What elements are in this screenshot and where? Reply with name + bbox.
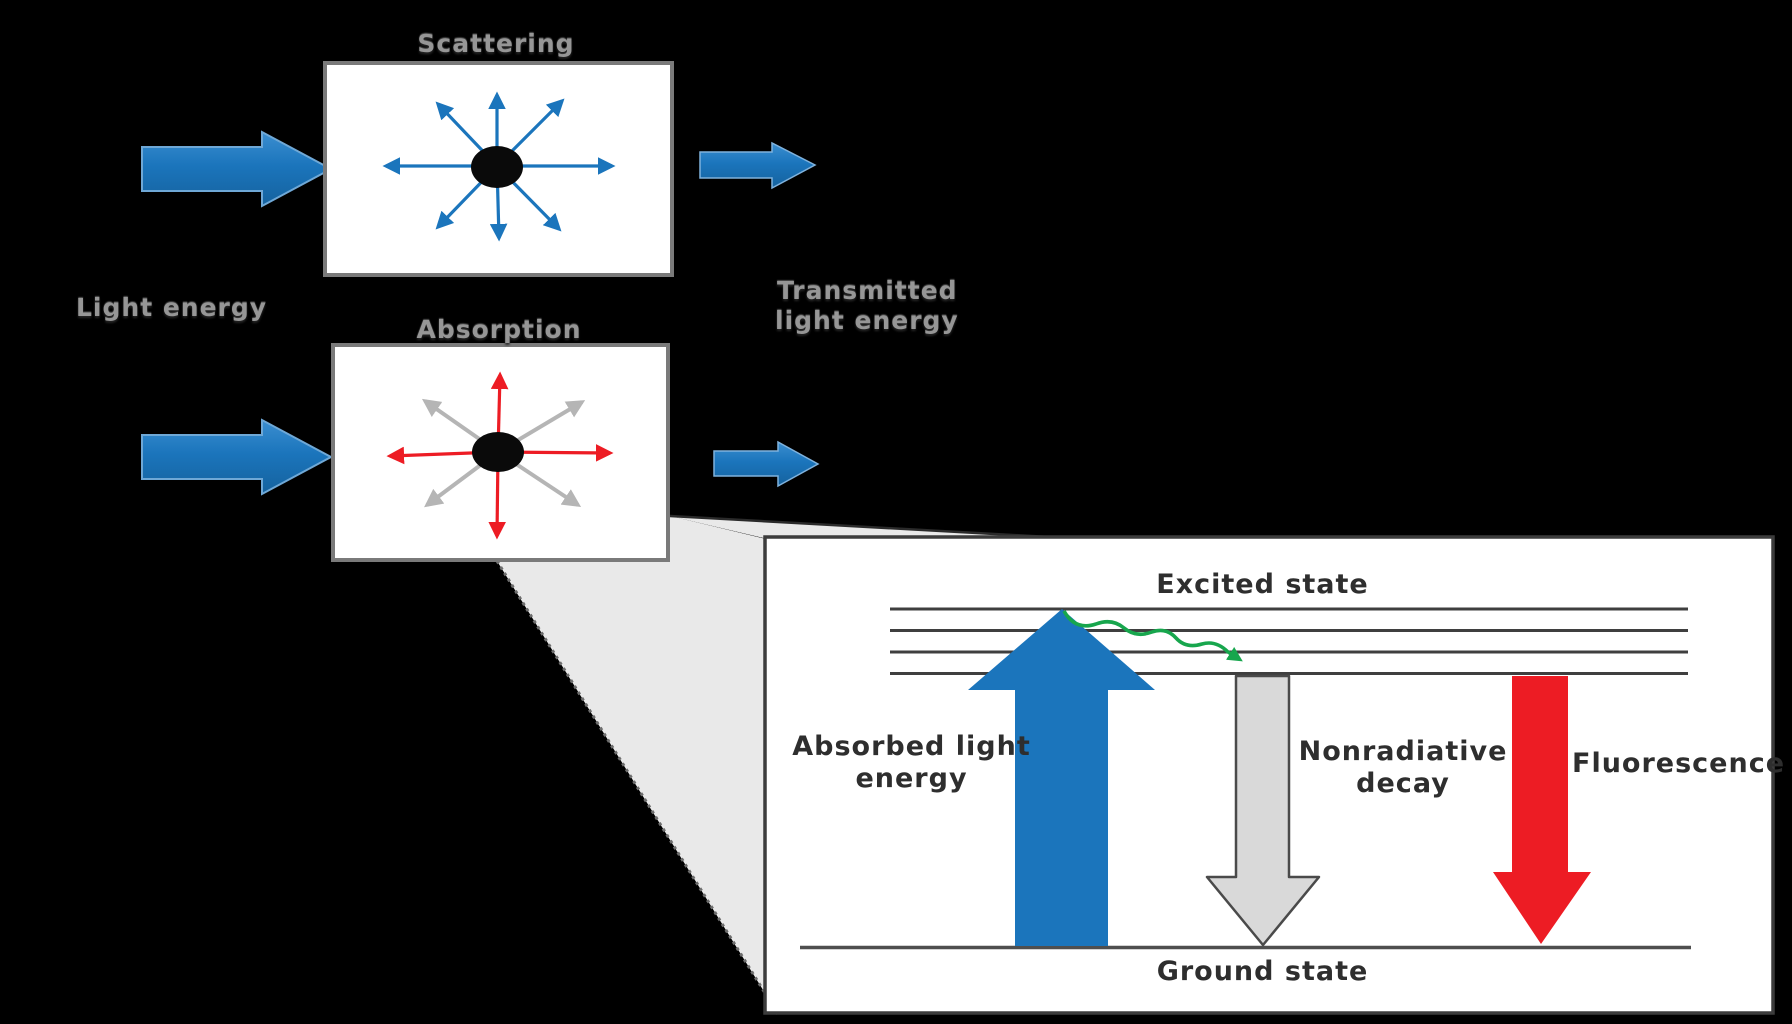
green-relaxation-arrow bbox=[1062, 610, 1243, 662]
nonradiative-decay-arrow bbox=[1205, 674, 1321, 947]
absorption-title: Absorption bbox=[416, 315, 582, 344]
transmitted-arrow-bottom bbox=[713, 440, 820, 488]
inset-panel bbox=[763, 535, 1775, 1015]
absorption-molecule bbox=[472, 432, 524, 472]
fluorescence-label: Fluorescence bbox=[1572, 748, 1786, 779]
light-input-arrow-bottom bbox=[141, 418, 334, 496]
absorbed-light-label-line1: Absorbed light bbox=[792, 731, 1031, 762]
scattering-box bbox=[323, 61, 674, 277]
scattering-title: Scattering bbox=[417, 29, 575, 58]
light-energy-label: Light energy bbox=[76, 293, 268, 322]
absorbed-light-label-line2: energy bbox=[855, 763, 968, 794]
absorption-box bbox=[331, 343, 670, 562]
light-input-arrow-top bbox=[141, 130, 334, 208]
transmitted-arrow-top bbox=[699, 141, 817, 190]
ground-state-label: Ground state bbox=[1156, 956, 1369, 987]
nonradiative-label-line2: decay bbox=[1356, 768, 1450, 799]
excited-state-label: Excited state bbox=[1156, 569, 1369, 600]
fluorescence-arrow bbox=[1493, 676, 1591, 944]
transmitted-label-line1: Transmitted bbox=[777, 276, 958, 305]
zoom-cone bbox=[495, 514, 1086, 1015]
transmitted-label-line2: light energy bbox=[775, 306, 959, 335]
scattering-molecule bbox=[471, 146, 523, 188]
nonradiative-label-line1: Nonradiative bbox=[1298, 736, 1508, 767]
absorbed-energy-arrow bbox=[968, 609, 1155, 946]
